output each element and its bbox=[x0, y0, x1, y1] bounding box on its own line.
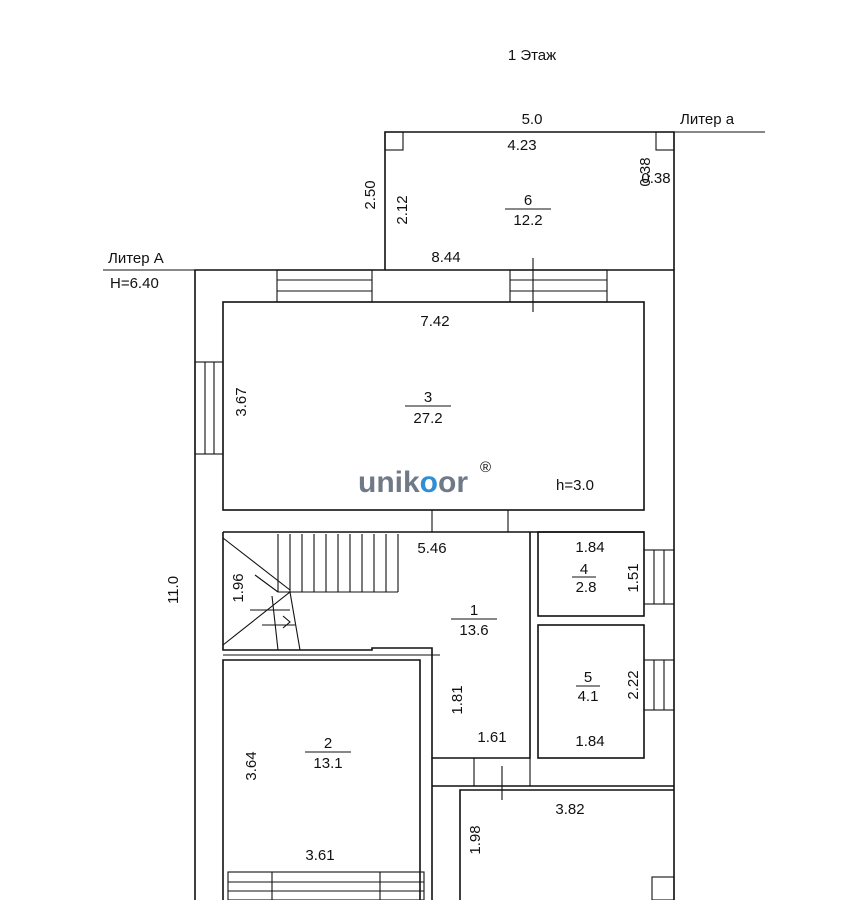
dim-annex-wall-side: 0.38 bbox=[641, 170, 670, 187]
room-1-area: 13.6 bbox=[459, 622, 488, 639]
watermark-logo: unikoor ® bbox=[358, 459, 491, 499]
room-6-label: 6 12.2 bbox=[505, 192, 551, 229]
window-top-right bbox=[509, 258, 608, 312]
label-liter-annex: Литер а bbox=[680, 111, 735, 128]
room-3 bbox=[222, 301, 645, 511]
dim-annex-outer-height: 2.50 bbox=[362, 180, 379, 209]
dim-room1-bottom: 1.61 bbox=[477, 729, 506, 746]
room-2-label: 2 13.1 bbox=[305, 735, 351, 772]
room-6-number: 6 bbox=[524, 192, 532, 209]
dim-room2-width: 3.61 bbox=[305, 847, 334, 864]
logo-text-accent: o bbox=[420, 466, 438, 499]
corridor-door bbox=[431, 758, 674, 900]
room-6-area: 12.2 bbox=[513, 212, 542, 229]
logo-text-main: unik bbox=[358, 466, 420, 499]
room-1 bbox=[222, 532, 531, 759]
window-room5 bbox=[643, 659, 675, 711]
room-5-number: 5 bbox=[584, 669, 592, 686]
staircase bbox=[222, 534, 399, 651]
dim-annex-wall-top: 0.38 bbox=[637, 157, 654, 186]
room-2-area: 13.1 bbox=[313, 755, 342, 772]
window-top-left bbox=[276, 269, 373, 303]
dim-room2-height: 3.64 bbox=[243, 751, 260, 780]
dim-room3-width: 7.42 bbox=[420, 313, 449, 330]
room-3-label: 3 27.2 bbox=[405, 389, 451, 427]
label-liter-main: Литер А bbox=[108, 250, 164, 267]
room-4-label: 4 2.8 bbox=[572, 561, 596, 596]
room-4-area: 2.8 bbox=[576, 579, 597, 596]
window-bottom bbox=[227, 871, 425, 900]
svg-text:unikoor: unikoor bbox=[358, 466, 468, 499]
room-3-number: 3 bbox=[424, 389, 432, 406]
dim-room3-height: 3.67 bbox=[233, 387, 250, 416]
room-1-label: 1 13.6 bbox=[451, 602, 497, 639]
logo-registered-mark: ® bbox=[480, 459, 491, 476]
dim-annex-outer-width: 5.0 bbox=[522, 111, 543, 128]
room-2-number: 2 bbox=[324, 735, 332, 752]
label-liter-height: H=6.40 bbox=[110, 275, 159, 292]
dim-annex-inner-height: 2.12 bbox=[394, 195, 411, 224]
dim-room5-height: 2.22 bbox=[625, 670, 642, 699]
ceiling-height: h=3.0 bbox=[556, 477, 594, 494]
room-5-label: 5 4.1 bbox=[576, 669, 600, 705]
room-2 bbox=[222, 654, 440, 900]
dim-room4-height: 1.51 bbox=[625, 563, 642, 592]
room-1-number: 1 bbox=[470, 602, 478, 619]
dim-stair-height: 1.96 bbox=[230, 573, 247, 602]
room-5-area: 4.1 bbox=[578, 688, 599, 705]
dim-room4-width: 1.84 bbox=[575, 539, 604, 556]
room-4-number: 4 bbox=[580, 561, 588, 578]
dim-total-height: 11.0 bbox=[165, 576, 182, 604]
dim-room5-width: 1.84 bbox=[575, 733, 604, 750]
partition-wall bbox=[223, 510, 644, 533]
annex-outline bbox=[384, 131, 765, 270]
dim-annex-bottom-length: 8.44 bbox=[431, 249, 460, 266]
dim-room7-height: 1.98 bbox=[467, 825, 484, 854]
dim-room1-width: 5.46 bbox=[417, 540, 446, 557]
room-7 bbox=[459, 789, 675, 900]
logo-text-end: or bbox=[438, 466, 468, 499]
floor-title: 1 Этаж bbox=[508, 47, 556, 64]
dim-room1-depth: 1.81 bbox=[449, 685, 466, 714]
window-room4 bbox=[643, 549, 675, 605]
room-3-area: 27.2 bbox=[413, 410, 442, 427]
dim-annex-inner-width: 4.23 bbox=[507, 137, 536, 154]
dim-room7-width: 3.82 bbox=[555, 801, 584, 818]
window-left bbox=[194, 361, 224, 455]
